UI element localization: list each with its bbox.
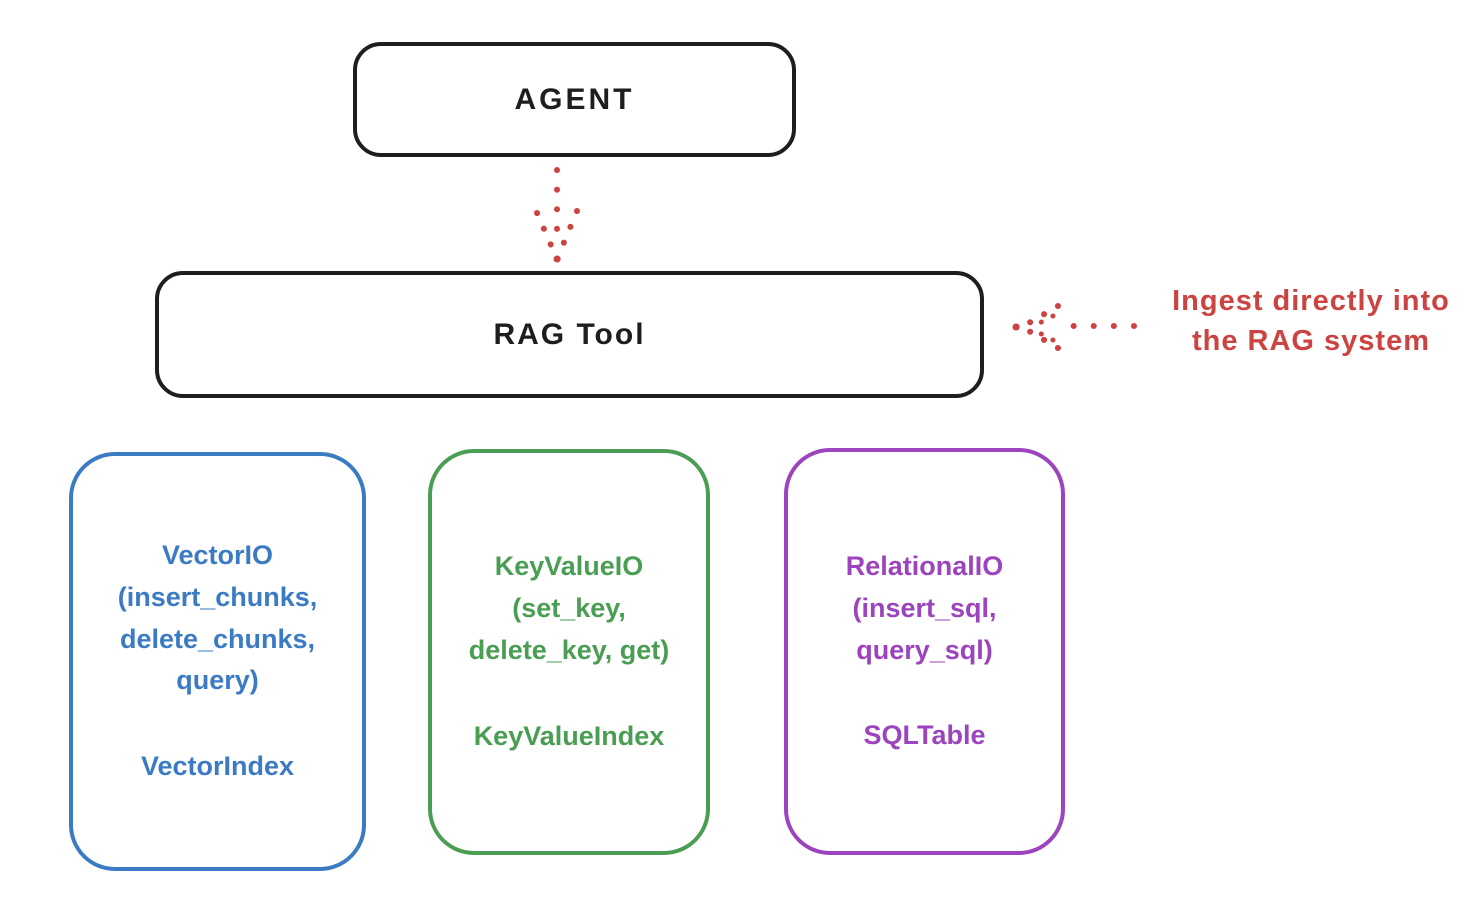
backend-vectorio-node: VectorIO (insert_chunks, delete_chunks, … <box>69 452 366 871</box>
ingest-annotation-arrow <box>1012 303 1137 351</box>
backend-keyvalueio-node: KeyValueIO (set_key, delete_key, get) Ke… <box>428 449 710 855</box>
keyvalueio-title: KeyValueIO (set_key, delete_key, get) <box>468 551 670 665</box>
rag-tool-node: RAG Tool <box>155 271 984 398</box>
agent-node: AGENT <box>353 42 796 157</box>
rag-tool-label: RAG Tool <box>493 317 646 351</box>
ingest-annotation-text: Ingest directly into the RAG system <box>1172 285 1450 358</box>
vectorio-title: VectorIO (insert_chunks, delete_chunks, … <box>117 539 318 696</box>
keyvalueio-index-label: KeyValueIndex <box>473 720 665 751</box>
agent-to-rag-arrow <box>534 167 580 263</box>
backend-relationalio-node: RelationalIO (insert_sql, query_sql) SQL… <box>784 448 1065 855</box>
relationalio-title: RelationalIO (insert_sql, query_sql) <box>845 550 1004 665</box>
agent-label: AGENT <box>514 82 635 116</box>
relationalio-index-label: SQLTable <box>863 720 986 751</box>
vectorio-index-label: VectorIndex <box>140 751 295 782</box>
